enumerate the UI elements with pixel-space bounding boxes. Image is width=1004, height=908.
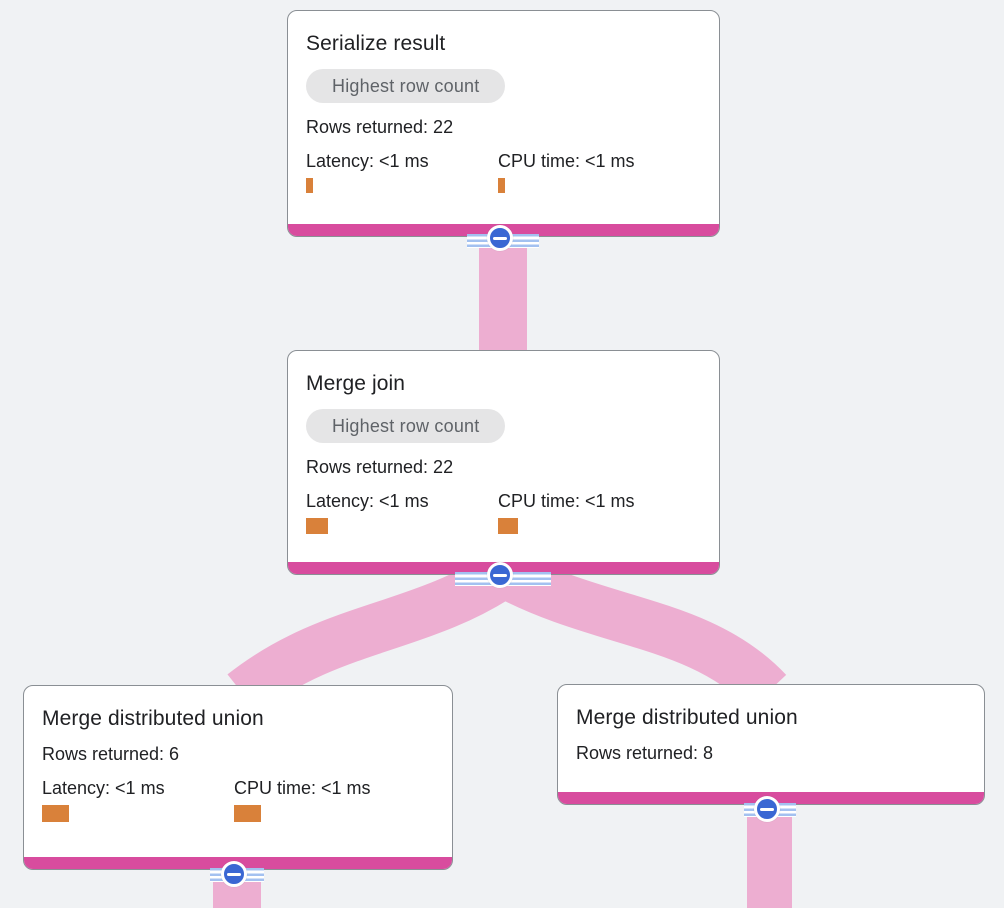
latency-label: Latency: <1 ms	[306, 491, 429, 511]
plan-node-serialize-result[interactable]: Serialize result Highest row count Rows …	[287, 10, 720, 237]
latency-label: Latency: <1 ms	[306, 151, 429, 171]
cpu-time-metric: CPU time: <1 ms	[498, 149, 690, 193]
latency-metric: Latency: <1 ms	[306, 489, 498, 534]
latency-metric: Latency: <1 ms	[306, 149, 498, 193]
node-title: Merge distributed union	[42, 707, 264, 730]
minus-icon	[227, 872, 241, 876]
highest-row-count-badge: Highest row count	[306, 69, 506, 103]
minus-icon	[493, 573, 507, 577]
collapse-button-right-union[interactable]	[754, 796, 780, 822]
cpu-time-bar	[234, 805, 261, 822]
latency-bar	[42, 805, 69, 822]
plan-node-merge-distributed-union-right[interactable]: Merge distributed union Rows returned: 8	[557, 684, 985, 805]
node-title: Serialize result	[306, 32, 446, 55]
edge-mergejoin-to-left-union	[227, 551, 520, 714]
latency-metric: Latency: <1 ms	[42, 776, 234, 822]
latency-bar	[306, 178, 313, 193]
edge-mergejoin-to-right-union	[491, 549, 787, 710]
cpu-time-bar	[498, 518, 518, 534]
rows-returned-label: Rows returned: 8	[576, 743, 714, 763]
collapse-button-left-union[interactable]	[221, 861, 247, 887]
rows-returned-label: Rows returned: 22	[306, 457, 454, 477]
highest-row-count-badge: Highest row count	[306, 409, 506, 443]
plan-node-merge-distributed-union-left[interactable]: Merge distributed union Rows returned: 6…	[23, 685, 453, 870]
node-title: Merge distributed union	[576, 706, 798, 729]
latency-label: Latency: <1 ms	[42, 778, 165, 798]
cpu-time-bar	[498, 178, 505, 193]
collapse-button-merge-join[interactable]	[487, 562, 513, 588]
cpu-time-label: CPU time: <1 ms	[498, 491, 635, 511]
metrics-row: Latency: <1 ms CPU time: <1 ms	[42, 776, 434, 822]
edge-serialize-to-mergejoin	[479, 236, 527, 352]
latency-bar	[306, 518, 328, 534]
cpu-time-label: CPU time: <1 ms	[498, 151, 635, 171]
rows-returned-label: Rows returned: 22	[306, 117, 454, 137]
cpu-time-label: CPU time: <1 ms	[234, 778, 371, 798]
rows-returned-label: Rows returned: 6	[42, 744, 180, 764]
collapse-button-serialize-result[interactable]	[487, 225, 513, 251]
minus-icon	[493, 236, 507, 240]
cpu-time-metric: CPU time: <1 ms	[498, 489, 690, 534]
minus-icon	[760, 807, 774, 811]
metrics-row: Latency: <1 ms CPU time: <1 ms	[306, 149, 701, 193]
cpu-time-metric: CPU time: <1 ms	[234, 776, 426, 822]
node-title: Merge join	[306, 372, 406, 395]
metrics-row: Latency: <1 ms CPU time: <1 ms	[306, 489, 701, 534]
plan-node-merge-join[interactable]: Merge join Highest row count Rows return…	[287, 350, 720, 575]
